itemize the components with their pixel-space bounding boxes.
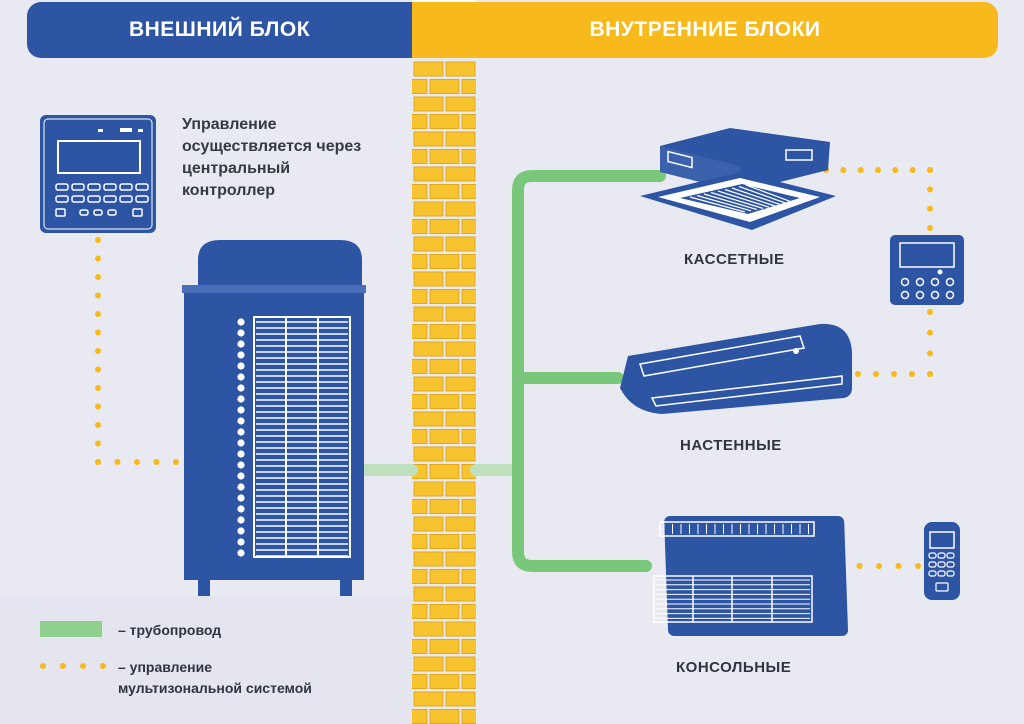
controller-note-line: осуществляется через [182,138,362,155]
control-line-indoor [823,167,933,569]
indoor-units-header: ВНУТРЕННИЕ БЛОКИ [412,2,998,58]
remote-control [924,522,960,600]
controller-note: Управление осуществляется через централь… [182,114,361,202]
cassette-unit [640,128,836,230]
central-controller [40,115,156,233]
outdoor-unit-header: ВНЕШНИЙ БЛОК [27,2,412,58]
refrigerant-pipes [360,170,666,572]
console-label: КОНСОЛЬНЫЕ [676,659,792,676]
legend-control-text: – управление мультизональной системой [118,657,312,699]
outdoor-unit [182,240,366,596]
brick-wall [412,58,476,724]
console-unit [653,516,849,636]
legend-pipe-text: – трубопровод [118,622,222,638]
legend-control-line: – управление [118,659,213,675]
cassette-label: КАССЕТНЫЕ [684,251,785,268]
legend-pipe-swatch [40,621,102,637]
controller-note-line: контроллер [182,182,276,199]
controller-note-line: Управление [182,116,277,133]
control-line-central [95,237,179,465]
controller-note-line: центральный [182,160,291,177]
wall-unit [620,323,852,414]
wall-controller [890,235,964,305]
legend-control-line: мультизональной системой [118,680,312,696]
legend-background [0,596,412,724]
legend-control-swatch [40,663,106,669]
wall-unit-label: НАСТЕННЫЕ [680,437,782,454]
